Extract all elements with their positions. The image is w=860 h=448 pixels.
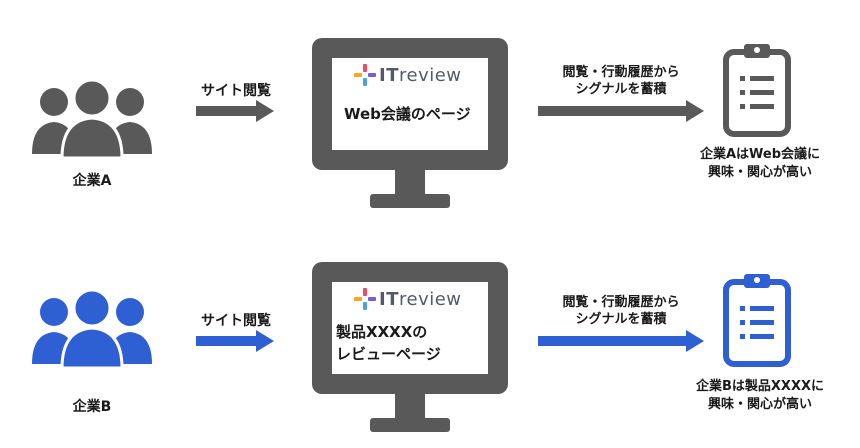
site-view-label: サイト閲覧: [201, 83, 271, 99]
clipboard-checklist-icon: [723, 44, 791, 137]
page-title-text-line-1: 製品XXXXの: [336, 323, 428, 341]
signal-label-line-1: 閲覧・行動履歴から: [562, 295, 680, 310]
page-title-text-line-2: レビューページ: [336, 345, 441, 363]
company-b-label: 企業B: [72, 399, 112, 415]
page-title-text: Web会議のページ: [344, 105, 471, 123]
result-line-2: 興味・関心が高い: [707, 165, 812, 180]
logo-it-text: IT: [379, 64, 399, 86]
result-line-1: 企業Bは製品XXXXに: [695, 379, 824, 394]
itreview-logo-mark-icon: [354, 288, 376, 310]
logo-review-text: review: [398, 64, 462, 86]
right-arrow-icon: [196, 330, 274, 352]
monitor-icon: [312, 262, 508, 432]
right-arrow-icon: [196, 100, 274, 122]
result-line-1: 企業AはWeb会議に: [699, 147, 821, 162]
signal-label-line-1: 閲覧・行動履歴から: [562, 65, 680, 80]
people-group-icon: [32, 78, 152, 160]
right-arrow-icon: [538, 330, 704, 352]
clipboard-checklist-icon: [723, 274, 791, 367]
logo-review-text: review: [398, 288, 462, 310]
itreview-logo-mark-icon: [354, 64, 376, 86]
right-arrow-icon: [538, 100, 704, 122]
people-group-icon: [32, 288, 152, 370]
logo-it-text: IT: [379, 288, 399, 310]
signal-label-line-2: シグナルを蓄積: [575, 82, 667, 97]
company-a-label: 企業A: [72, 173, 112, 189]
site-view-label: サイト閲覧: [201, 313, 271, 329]
signal-label-line-2: シグナルを蓄積: [575, 312, 667, 327]
result-line-2: 興味・関心が高い: [707, 397, 812, 412]
monitor-icon: [312, 38, 508, 208]
